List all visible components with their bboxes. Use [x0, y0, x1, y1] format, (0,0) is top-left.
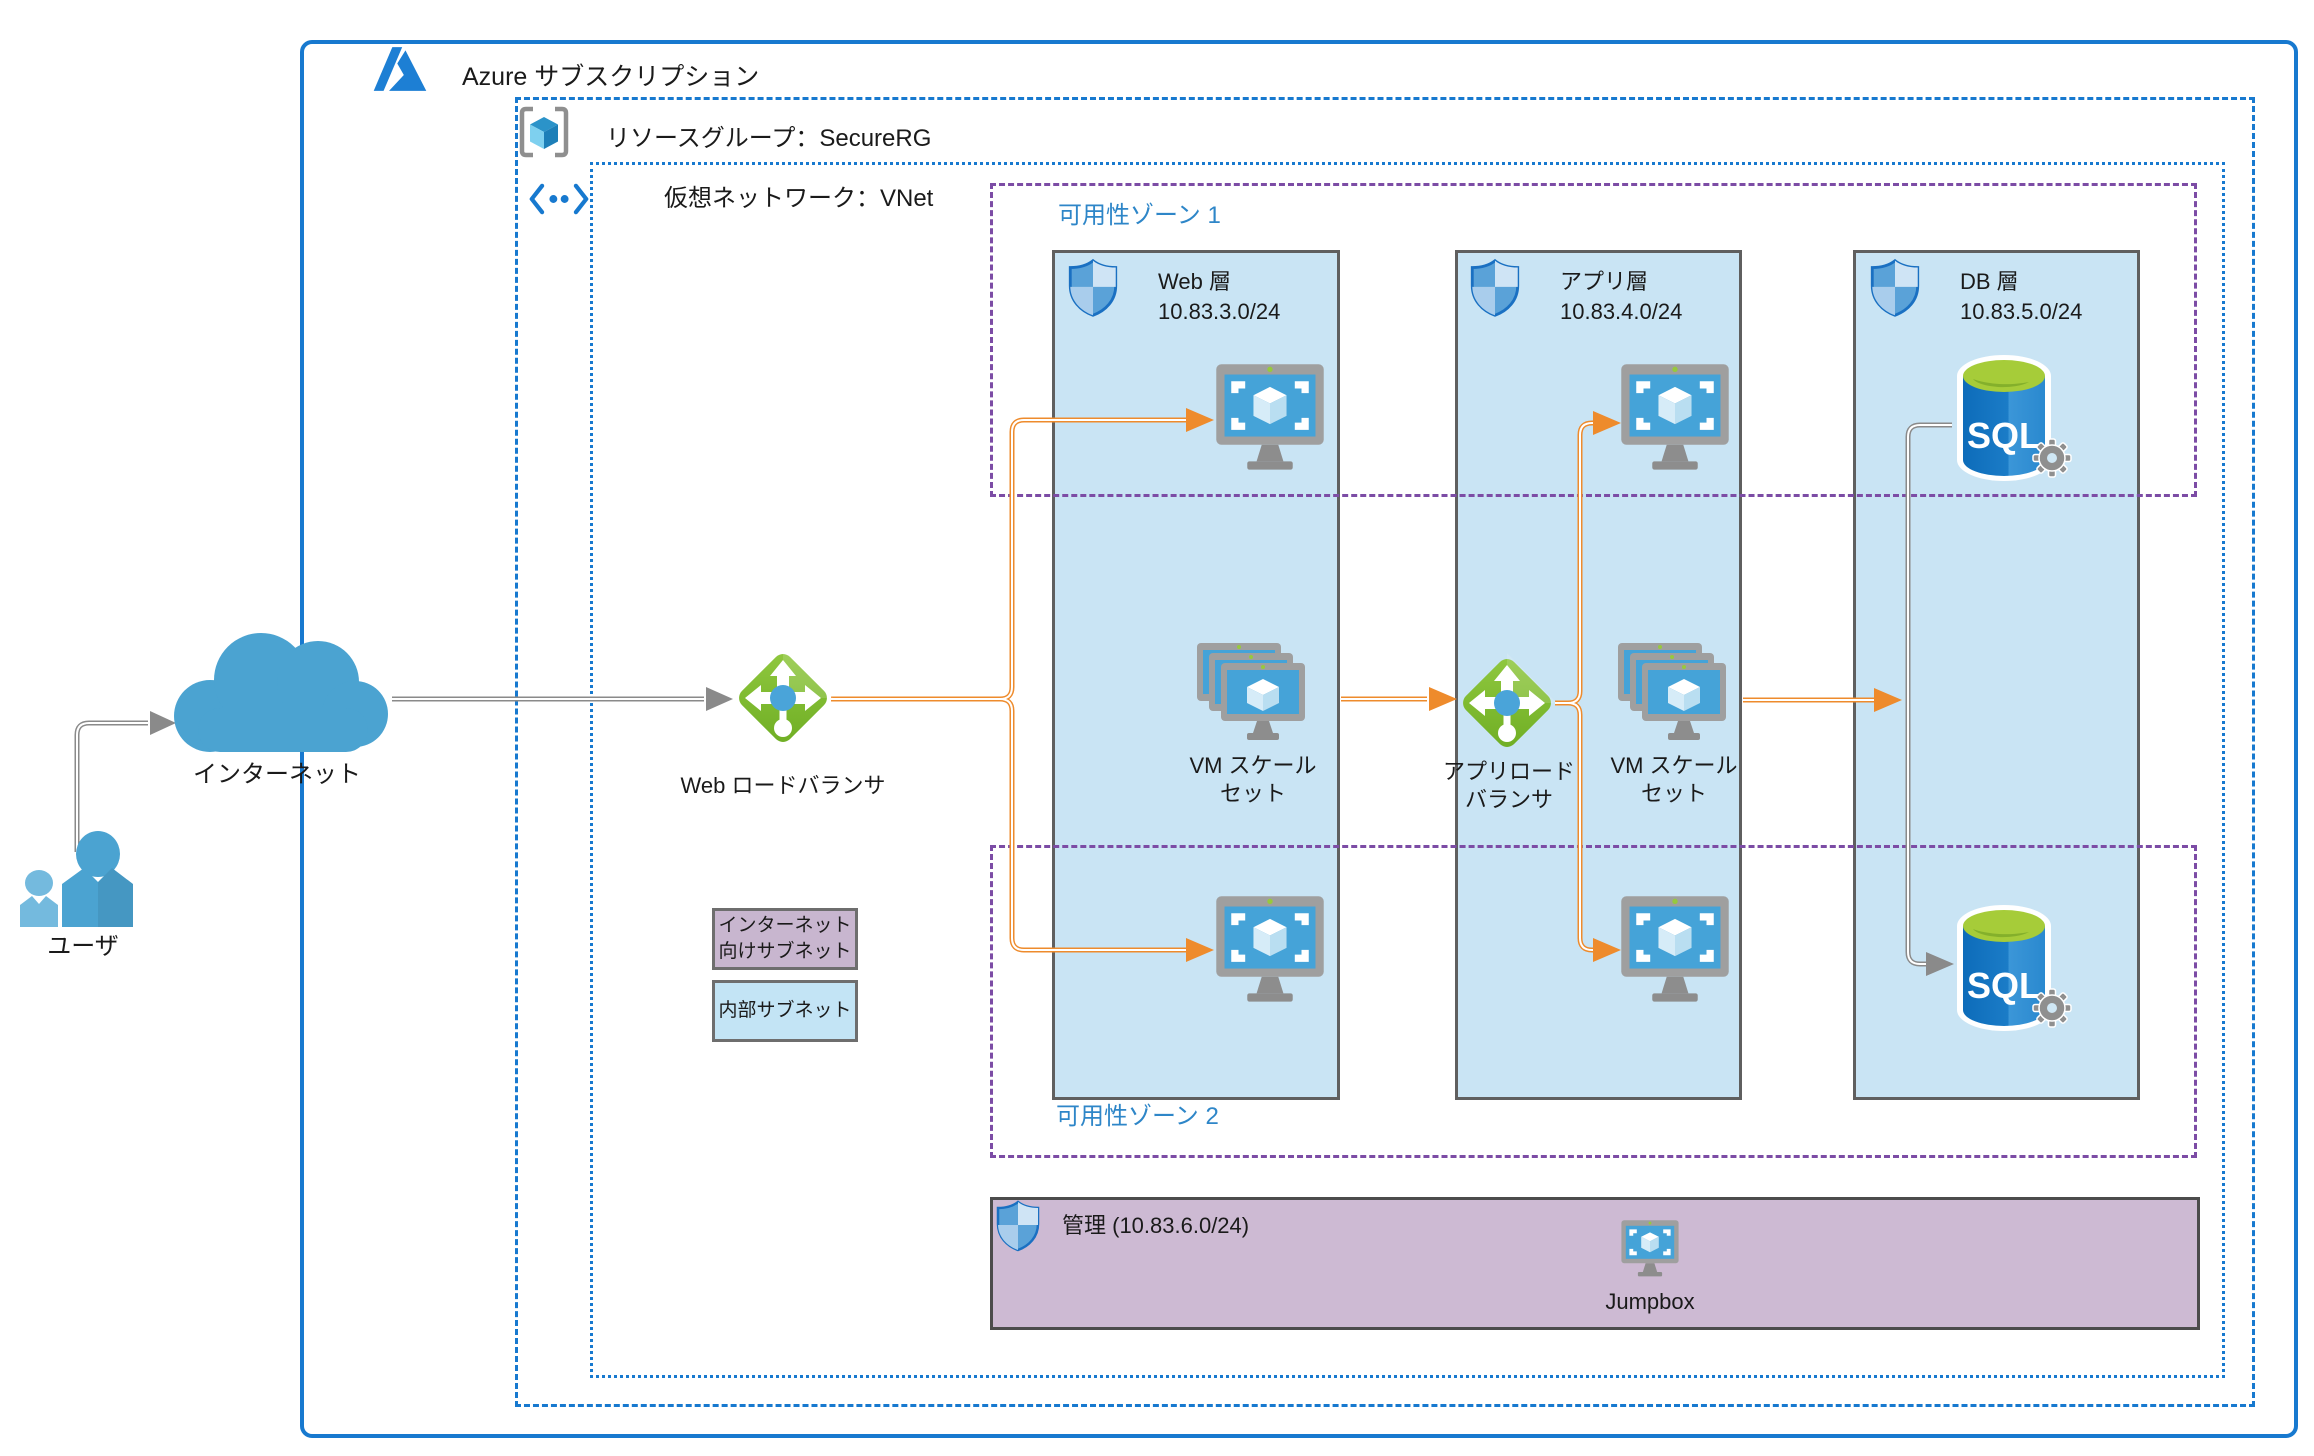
subscription-title: Azure サブスクリプション — [462, 63, 760, 91]
availability-zone-1 — [990, 183, 2197, 497]
web-scale-set-label: VM スケールセット — [1189, 753, 1317, 806]
db-tier-cidr: 10.83.5.0/24 — [1960, 299, 2083, 324]
web-tier-name: Web 層 — [1158, 269, 1231, 294]
app-scale-set-label: VM スケールセット — [1610, 753, 1738, 806]
users-icon — [18, 828, 138, 928]
app-tier-cidr: 10.83.4.0/24 — [1560, 299, 1683, 324]
web-tier-cidr: 10.83.3.0/24 — [1158, 299, 1281, 324]
vnet-label: 仮想ネットワーク：VNet — [664, 185, 934, 212]
legend-internet-facing-subnet: インターネット向けサブネット — [712, 908, 858, 970]
vm-scale-set-icon — [1618, 643, 1730, 749]
nsg-shield-icon — [1068, 258, 1118, 318]
nsg-shield-icon — [1470, 258, 1520, 318]
internet-cloud-icon — [158, 622, 398, 758]
jumpbox-label: Jumpbox — [1605, 1289, 1695, 1314]
legend-internal-subnet: 内部サブネット — [712, 980, 858, 1042]
internet-label: インターネット — [193, 761, 361, 788]
vm-icon — [1613, 894, 1737, 1010]
web-load-balancer-label: Web ロードバランサ — [680, 773, 886, 798]
web-load-balancer-icon — [725, 640, 841, 756]
vnet-icon — [528, 182, 590, 216]
nsg-shield-icon — [996, 1200, 1040, 1252]
app-load-balancer-icon — [1449, 645, 1565, 761]
db-tier-name: DB 層 — [1960, 269, 2019, 294]
svg-text:SQL: SQL — [1967, 415, 2041, 456]
users-label: ユーザ — [47, 933, 119, 960]
nsg-shield-icon — [1870, 258, 1920, 318]
management-subnet — [990, 1197, 2200, 1330]
legend-internal-label: 内部サブネット — [718, 1000, 852, 1022]
vnet-boundary — [590, 162, 2225, 1378]
jumpbox-icon — [1617, 1219, 1683, 1281]
sql-database-icon: SQL — [1956, 352, 2074, 484]
resource-group-boundary — [515, 97, 2255, 1407]
vm-icon — [1208, 894, 1332, 1010]
zone-1-label: 可用性ゾーン 1 — [1058, 202, 1221, 229]
vm-icon — [1613, 362, 1737, 478]
resource-group-icon — [516, 104, 572, 160]
legend-internet-facing-label: インターネット向けサブネット — [718, 915, 852, 962]
sql-database-icon: SQL — [1956, 902, 2074, 1034]
zone-2-label: 可用性ゾーン 2 — [1056, 1103, 1219, 1130]
azure-logo-icon — [372, 46, 428, 92]
availability-zone-2 — [990, 845, 2197, 1158]
app-load-balancer-label: アプリロードバランサ — [1442, 759, 1575, 812]
vm-scale-set-icon — [1197, 643, 1309, 749]
svg-text:SQL: SQL — [1967, 965, 2041, 1006]
resource-group-label: リソースグループ：SecureRG — [606, 125, 932, 152]
vm-icon — [1208, 362, 1332, 478]
management-label: 管理 (10.83.6.0/24) — [1062, 1213, 1250, 1238]
app-tier-name: アプリ層 — [1560, 269, 1649, 294]
